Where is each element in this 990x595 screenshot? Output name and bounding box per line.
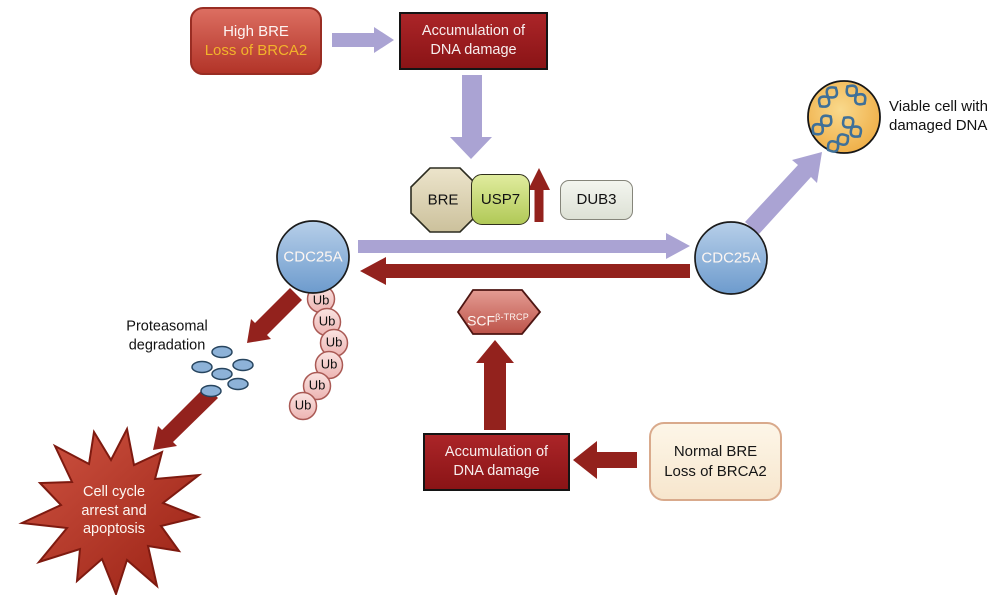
- scf-hexagon: [456, 289, 542, 335]
- bre-octagon: [410, 167, 480, 233]
- cdc25a-left-circle: [276, 220, 350, 294]
- proteasome-particle: [191, 360, 213, 374]
- arrow-high-bre-to-dna-damage: [332, 27, 394, 53]
- proteasome-particle: [232, 358, 254, 372]
- arrow-dna-damage-to-scf: [476, 340, 514, 430]
- ub-circle: [302, 371, 332, 401]
- arrow-normal-bre-to-dna-damage: [573, 441, 637, 479]
- usp7-box: USP7: [471, 174, 530, 225]
- usp7-increase-arrow: [528, 168, 550, 222]
- proteasome-particle: [227, 377, 249, 391]
- dna-damage-box-bottom: Accumulation of DNA damage: [423, 433, 570, 491]
- proteasome-particle: [211, 367, 233, 381]
- dna-damage-box-top: Accumulation of DNA damage: [399, 12, 548, 70]
- cdc25a-right-circle: [694, 221, 768, 295]
- proteasome-particle: [211, 345, 233, 359]
- arrow-proteasome-to-apoptosis: [153, 386, 218, 450]
- proteasome-particle: [200, 384, 222, 398]
- arrow-dna-damage-to-bre-usp7: [450, 75, 492, 159]
- arrow-cdc25a-to-proteasome: [247, 288, 302, 343]
- proteasome-particles: [191, 345, 254, 398]
- arrow-cdc25a-stabilization: [358, 233, 690, 259]
- arrow-cdc25a-to-viable-cell: [745, 152, 822, 234]
- ub-chain: [288, 284, 349, 421]
- high-bre-line2: Loss of BRCA2: [204, 42, 308, 59]
- dub3-box: DUB3: [560, 180, 633, 220]
- high-bre-box: High BRE Loss of BRCA2: [190, 7, 322, 75]
- apoptosis-burst: [18, 425, 203, 595]
- high-bre-line1: High BRE: [223, 22, 289, 40]
- ub-circle: [288, 391, 318, 421]
- arrow-cdc25a-ubiquitination: [360, 257, 690, 285]
- normal-bre-box: Normal BRE Loss of BRCA2: [649, 422, 782, 501]
